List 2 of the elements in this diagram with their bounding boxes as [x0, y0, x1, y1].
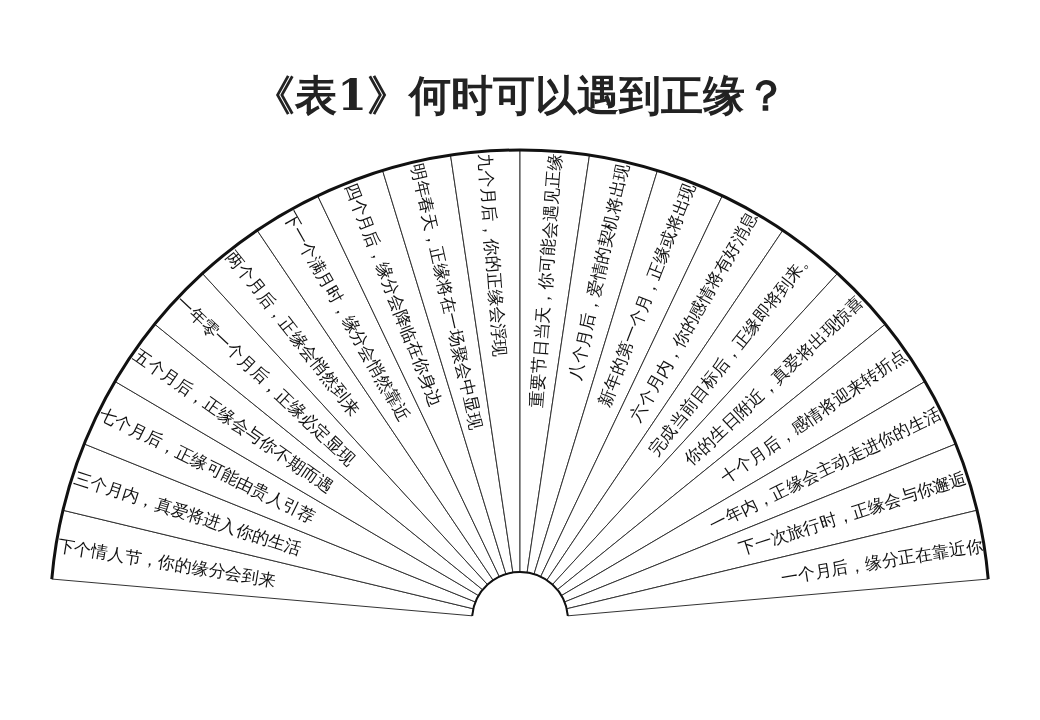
chart-title: 《表1》何时可以遇到正缘？ — [252, 70, 788, 122]
segment-text: 重要节日当天，你可能会遇见正缘 — [514, 152, 566, 553]
